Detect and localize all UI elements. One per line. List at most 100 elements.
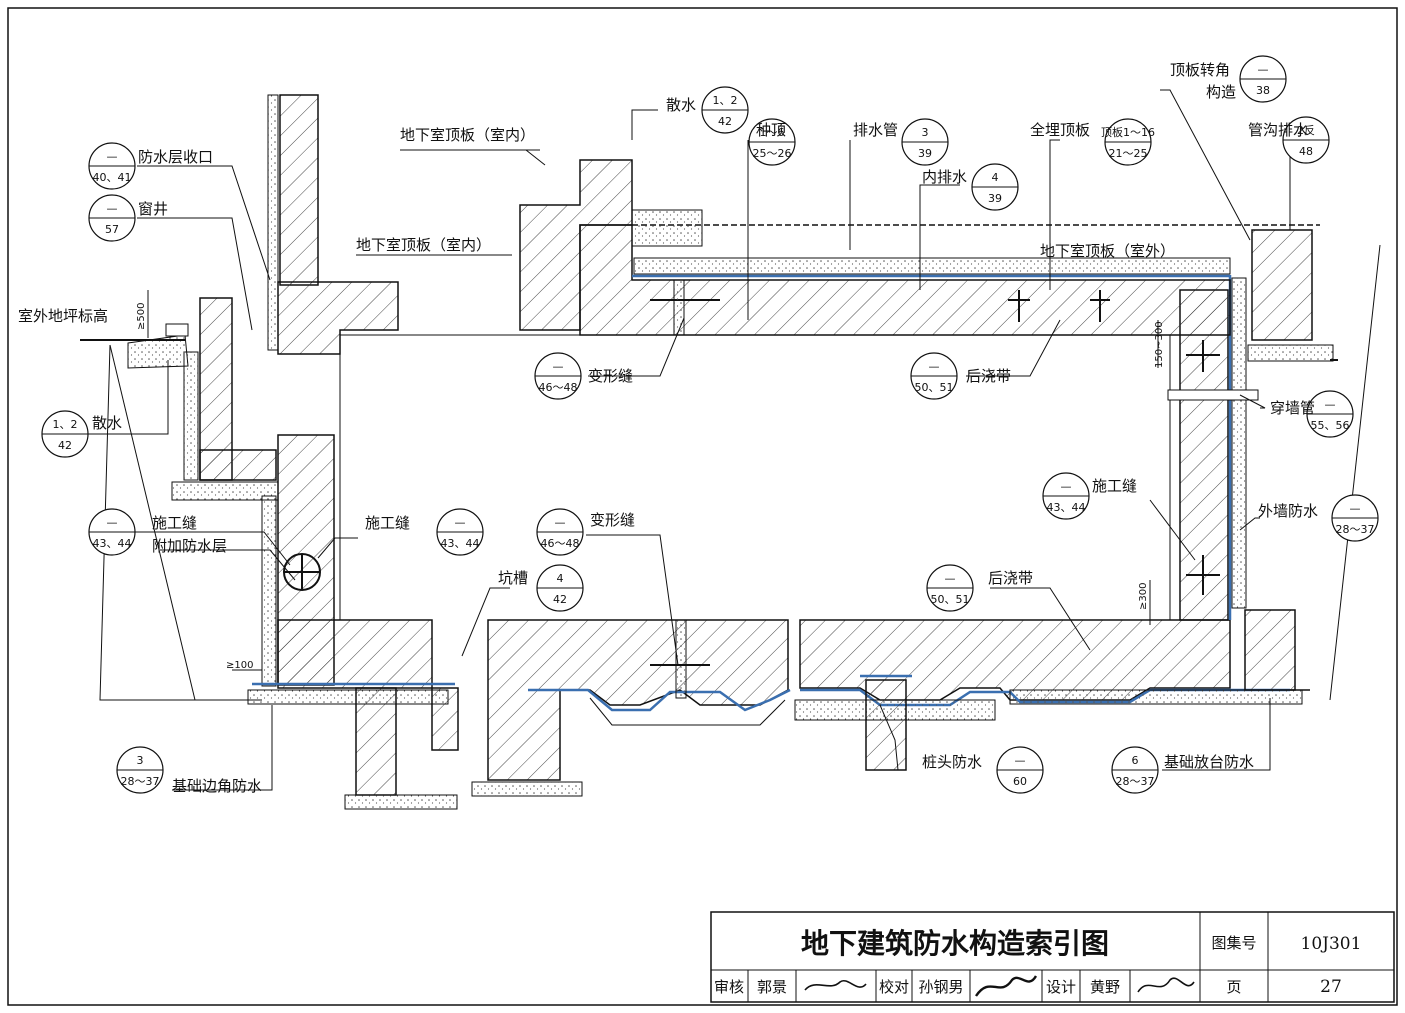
reference-bubble: — 40、41: [88, 142, 136, 190]
reference-bubble-top: 3: [137, 754, 144, 767]
reference-bubble: 628～37: [1111, 746, 1159, 794]
reference-bubble-bottom: 40、41: [93, 171, 132, 184]
atlas-code: 10J301: [1301, 934, 1362, 954]
reference-bubble-bottom: 39: [988, 192, 1002, 205]
reference-bubble-top: 2反: [1297, 124, 1315, 137]
checker-name: 孙钢男: [918, 978, 963, 996]
designer-name: 黄野: [1090, 978, 1120, 996]
reference-bubble-top: —: [1061, 480, 1072, 493]
reference-bubble: —46～48: [534, 352, 582, 400]
reference-bubble-bottom: 38: [1256, 84, 1270, 97]
reference-bubble: — 38: [1239, 55, 1287, 103]
reference-bubble-top: —: [1015, 754, 1026, 767]
label-window-well: 窗井: [138, 200, 168, 218]
reference-bubble-bottom: 48: [1299, 145, 1313, 158]
label-waterproof-edge: 防水层收口: [138, 148, 213, 166]
check-label: 校对: [879, 978, 909, 996]
label-construction-joint-left: 施工缝: [152, 514, 197, 532]
reference-bubbles: —40、41—571、2421、2421～625～26339439顶板1～162…: [41, 55, 1379, 794]
reference-bubble-top: —: [945, 572, 956, 585]
reference-bubble-bottom: 57: [105, 223, 119, 236]
designer-signature: [1137, 977, 1195, 993]
dimension-lines: [147, 290, 1159, 671]
reference-bubble-bottom: 42: [718, 115, 732, 128]
reference-bubble-bottom: 46～48: [539, 381, 578, 394]
reference-bubble: —50、51: [910, 352, 958, 400]
label-exterior-wall-wp: 外墙防水: [1258, 502, 1318, 520]
label-pile-head: 桩头防水: [922, 753, 982, 771]
reference-bubble-top: —: [1258, 63, 1269, 76]
reference-bubble: — 43、44: [436, 508, 484, 556]
reference-bubble-bottom: 60: [1013, 775, 1027, 788]
label-post-cast-top: 后浇带: [966, 367, 1011, 385]
reference-bubble: 328～37: [116, 746, 164, 794]
page-number: 27: [1320, 977, 1342, 997]
reference-bubble-bottom: 25～26: [753, 147, 792, 160]
label-buried-roof: 全埋顶板: [1030, 121, 1090, 139]
reference-bubble-top: 3: [922, 126, 929, 139]
title-block: 地下建筑防水构造索引图 图集号 10J301 审核 郭景 校对 孙钢男 设计 黄…: [710, 911, 1395, 1003]
reference-bubble-top: —: [455, 516, 466, 529]
reference-bubble-bottom: 28～37: [1336, 523, 1375, 536]
reference-bubble-top: 4: [557, 572, 564, 585]
reference-bubble-bottom: 43、44: [441, 537, 480, 550]
reference-bubble-bottom: 43、44: [93, 537, 132, 550]
label-wall-pipe: 穿墙管: [1270, 399, 1315, 417]
reference-bubble: — 60: [996, 746, 1044, 794]
checker-signature: [975, 975, 1038, 997]
reference-bubble-top: —: [107, 150, 118, 163]
labels: 防水层收口 窗井 室外地坪标高 散水 地下室顶板（室内） 地下室顶板（室内） 散…: [18, 61, 1318, 795]
review-label: 审核: [714, 978, 744, 996]
drawing-title: 地下建筑防水构造索引图: [801, 927, 1109, 960]
page-label: 页: [1226, 978, 1241, 996]
atlas-label: 图集号: [1211, 934, 1256, 952]
label-post-cast-bottom: 后浇带: [988, 569, 1033, 587]
reference-bubble: 4 39: [971, 163, 1019, 211]
reference-bubble: 339: [901, 118, 949, 166]
label-pit: 坑槽: [498, 569, 528, 587]
reference-bubble-bottom: 43、44: [1047, 501, 1086, 514]
reference-bubble: —55、56: [1306, 390, 1354, 438]
reference-bubble-top: 顶板1～16: [1101, 125, 1155, 139]
design-label: 设计: [1046, 978, 1076, 996]
reference-bubble-top: 1、2: [53, 418, 78, 431]
label-inner-drain: 内排水: [922, 168, 967, 186]
label-basement-roof-outside: 地下室顶板（室外）: [1040, 242, 1175, 260]
label-apron-left: 散水: [92, 414, 122, 432]
reference-bubble-top: —: [107, 202, 118, 215]
label-roof-corner-2: 构造: [1206, 83, 1236, 101]
dim-300: ≥300: [1138, 583, 1149, 610]
reference-bubble: —28～37: [1331, 494, 1379, 542]
reference-bubble: —46～48: [536, 508, 584, 556]
label-expansion-joint-bottom: 变形缝: [590, 511, 635, 529]
reviewer-signature: [804, 979, 867, 991]
label-drain-pipe: 排水管: [853, 121, 898, 139]
label-planted-roof: 种顶: [756, 121, 786, 139]
structure: [80, 94, 1381, 810]
label-apron-top: 散水: [666, 96, 696, 114]
reference-bubble: — 57: [88, 194, 136, 242]
label-foundation-step: 基础放台防水: [1164, 753, 1254, 771]
reference-bubble-bottom: 28～37: [1116, 775, 1155, 788]
reference-bubble: 1～6 25～26: [748, 118, 796, 166]
leader-lines: [82, 89, 1291, 791]
label-basement-roof-inside-1: 地下室顶板（室内）: [400, 126, 535, 144]
reference-bubble-top: 4: [992, 171, 999, 184]
reference-bubble-bottom: 21～25: [1109, 147, 1148, 160]
reference-bubble: — 50、51: [926, 564, 974, 612]
reference-bubble-bottom: 50、51: [931, 593, 970, 606]
reviewer-name: 郭景: [757, 978, 787, 996]
reference-bubble-top: 1～6: [760, 126, 785, 139]
reference-bubble: 1、242: [41, 410, 89, 458]
label-foundation-edge: 基础边角防水: [172, 777, 262, 795]
dim-100: ≥100: [226, 660, 253, 671]
reference-bubble: 1、2 42: [701, 86, 749, 134]
reference-bubble-top: —: [1325, 398, 1336, 411]
label-basement-roof-inside-2: 地下室顶板（室内）: [356, 236, 491, 254]
label-trench-drain: 管沟排水: [1248, 121, 1308, 139]
reference-bubble: 442: [536, 564, 584, 612]
label-roof-corner-1: 顶板转角: [1170, 61, 1230, 79]
reference-bubble-top: 1、2: [713, 94, 738, 107]
dim-500: ≥500: [136, 303, 147, 330]
